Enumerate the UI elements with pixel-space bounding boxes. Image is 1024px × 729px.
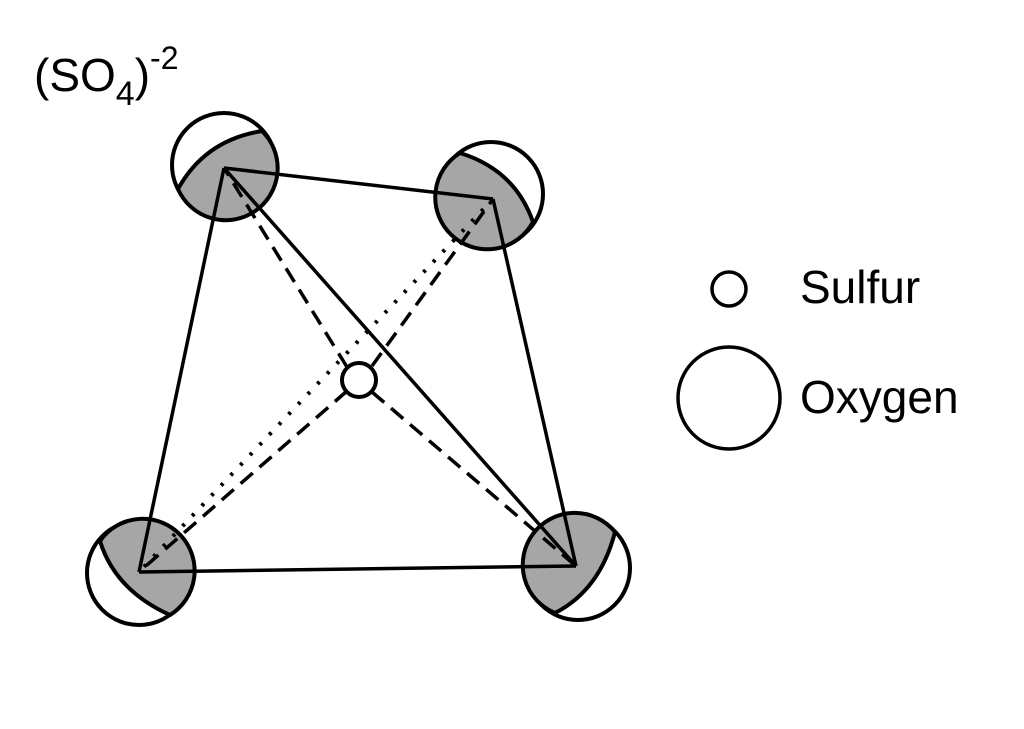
oxygen-shaded-region bbox=[433, 150, 536, 252]
edge-top-left-bottom-right bbox=[222, 166, 578, 568]
formula-suffix: ) bbox=[134, 49, 151, 101]
bond-sulfur-bottom-right bbox=[370, 390, 578, 568]
sulfur-atom bbox=[340, 361, 378, 399]
edge-top-left-top-right bbox=[223, 166, 494, 201]
bond-sulfur-bottom-left bbox=[137, 389, 349, 574]
legend-label-sulfur: Sulfur bbox=[800, 261, 921, 313]
bond-sulfur-top-right bbox=[370, 197, 495, 368]
oxygen-atom-bottom-right bbox=[520, 510, 632, 622]
bond-sulfur-top-left bbox=[222, 167, 349, 368]
edge-bottom-left-bottom-right bbox=[138, 564, 577, 574]
formula-superscript: -2 bbox=[150, 40, 179, 76]
formula-subscript: 4 bbox=[115, 75, 135, 113]
edge-top-right-bottom-right bbox=[491, 198, 578, 567]
edge-top-left-bottom-left bbox=[137, 167, 226, 573]
legend-label-oxygen: Oxygen bbox=[800, 371, 959, 423]
oxygen-shaded-region bbox=[520, 510, 618, 616]
legend-oxygen-symbol bbox=[676, 345, 782, 451]
formula-title: (SO4)-2 bbox=[34, 40, 178, 113]
edge-top-right-bottom-left-hidden bbox=[137, 197, 495, 574]
legend-sulfur-symbol bbox=[710, 270, 748, 308]
formula-prefix: (SO bbox=[34, 49, 116, 101]
oxygen-atom-top-right bbox=[433, 140, 545, 252]
